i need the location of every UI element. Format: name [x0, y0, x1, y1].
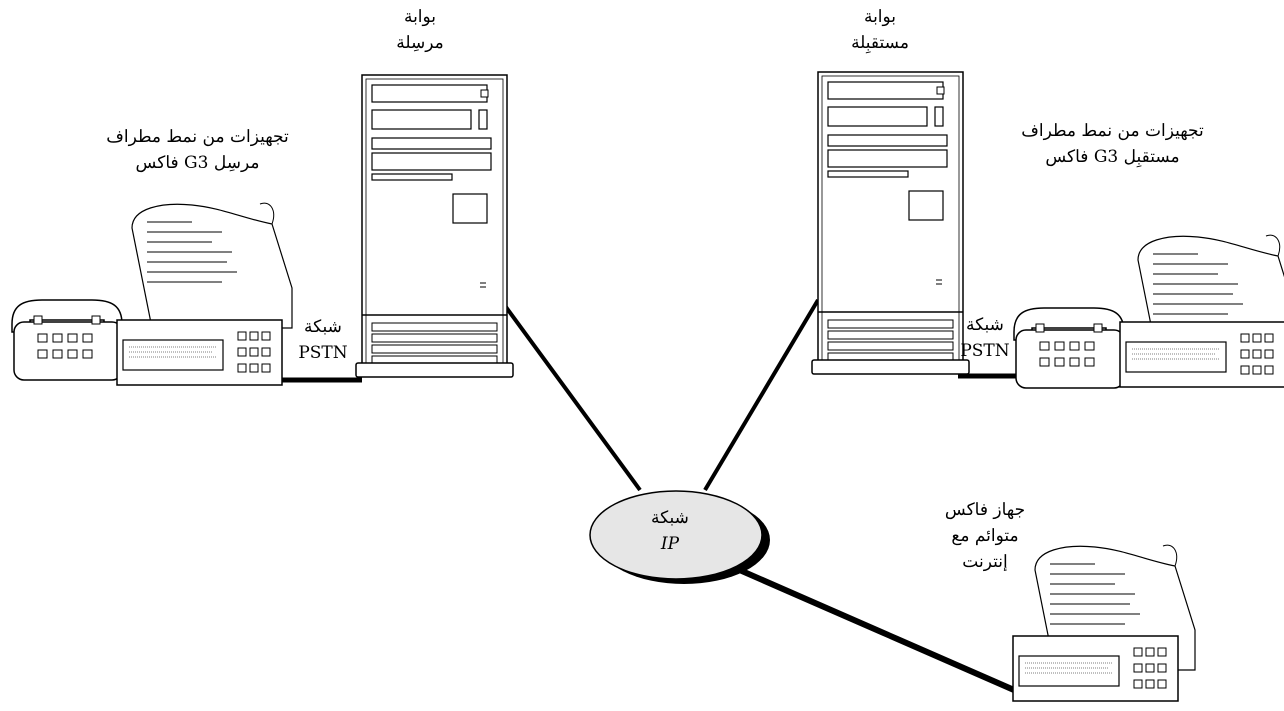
pstn-left-label: شبكة PSTN	[298, 317, 348, 363]
gateway-send-label: بوابة مرسِلة	[396, 7, 444, 53]
g3-fax-send-icon	[11, 202, 293, 386]
terminal-send-label: تجهيزات من نمط مطراف فاكس G3 مرسِل	[106, 127, 289, 173]
ip-link-sender	[501, 301, 642, 492]
terminal-recv-label: تجهيزات من نمط مطراف فاكس G3 مستقبِل	[1021, 121, 1204, 167]
gateway-recv-label: بوابة مستقبِلة	[851, 7, 909, 53]
internet-fax-label: جهاز فاكس متوائم مع إنترنت	[944, 500, 1026, 572]
gateway-send-server-icon	[355, 74, 514, 378]
gateway-recv-server-icon	[811, 71, 970, 375]
internet-fax-icon	[1012, 544, 1196, 702]
g3-fax-recv-icon	[1013, 234, 1284, 389]
ip-network-label: شبكة IP	[651, 508, 689, 554]
pstn-right-label: شبكة PSTN	[960, 315, 1010, 361]
ip-network-cloud-icon	[589, 490, 770, 584]
ip-link-internet-fax	[733, 565, 1032, 700]
ip-link-receiver	[703, 298, 820, 492]
